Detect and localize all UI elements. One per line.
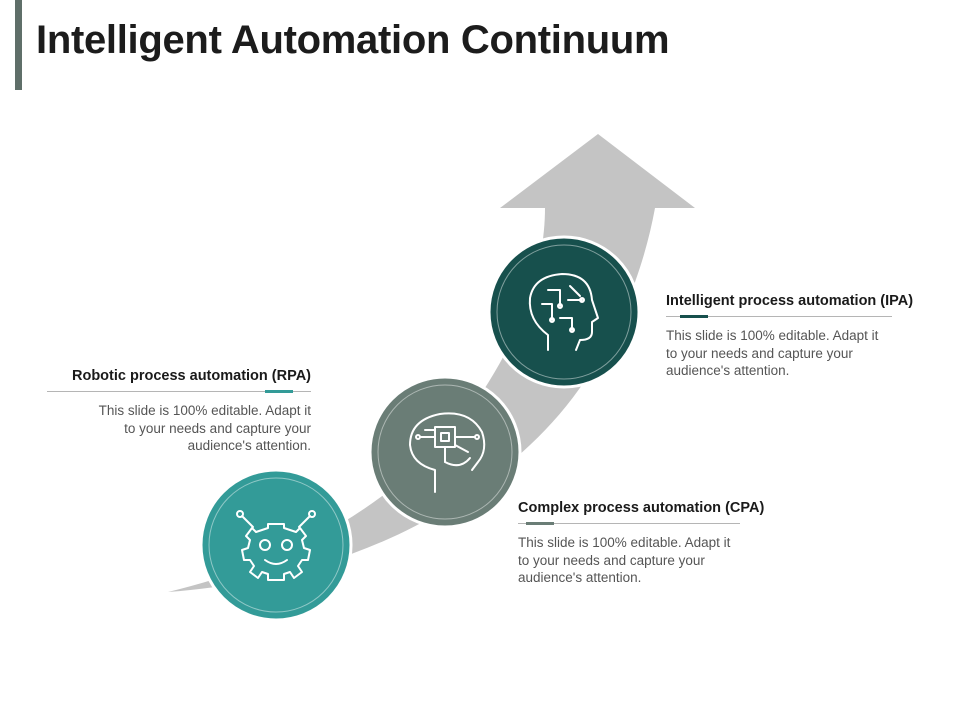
cpa-divider [518,522,740,525]
ipa-text-block: Intelligent process automation (IPA) Thi… [666,293,914,380]
ipa-description: This slide is 100% editable. Adapt it to… [666,328,879,378]
rpa-circle [199,468,353,622]
robot-gear-icon [236,510,316,581]
title-accent-bar [15,0,22,90]
rpa-divider [47,390,311,393]
ipa-circle [487,235,641,389]
cpa-text-block: Complex process automation (CPA) This sl… [518,500,765,587]
ipa-divider [666,315,892,318]
rpa-text-block: Robotic process automation (RPA) This sl… [47,368,311,455]
rpa-heading: Robotic process automation (RPA) [72,368,311,384]
circuit-head-icon [528,273,599,351]
circuit-brain-icon [409,412,486,493]
cpa-description: This slide is 100% editable. Adapt it to… [518,535,731,585]
rpa-description: This slide is 100% editable. Adapt it to… [98,403,311,453]
slide-title: Intelligent Automation Continuum [36,18,670,62]
cpa-heading: Complex process automation (CPA) [518,500,765,516]
ipa-heading: Intelligent process automation (IPA) [666,293,914,309]
cpa-circle [368,375,522,529]
